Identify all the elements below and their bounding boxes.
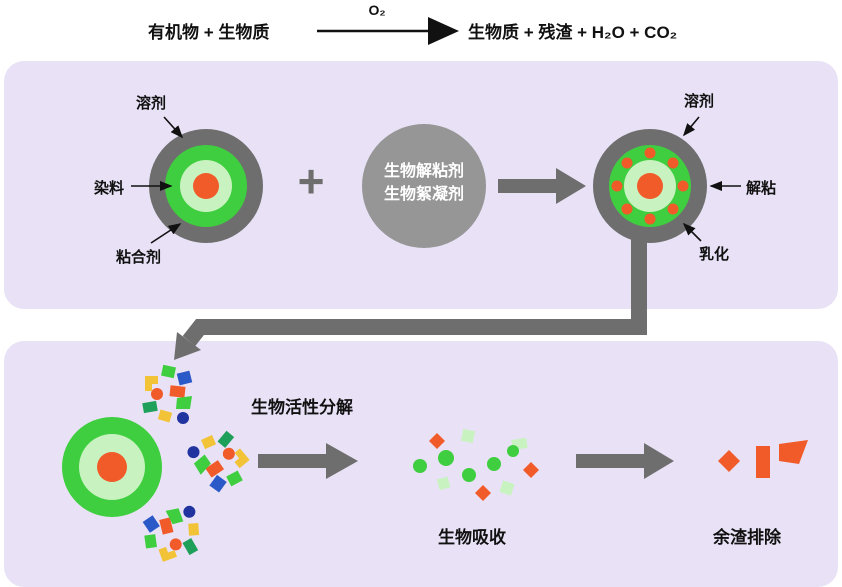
dye-droplet [677,180,689,192]
stage-connector-arrow [174,205,647,360]
bio-agent-circle [362,124,486,248]
dye-droplet [667,203,679,215]
equation-arrow-head [428,17,459,45]
residue-label: 余渣排除 [713,528,781,547]
polymer-fragment [436,476,451,491]
particle-dye-core [193,173,219,199]
solvent-label: 溶剂 [136,95,167,112]
dye-droplet [644,213,656,225]
binder-pointer-arrow [150,223,182,244]
decompose-dye-core [97,452,127,482]
equation-arrow [317,17,459,45]
dye-label: 染料 [94,180,125,197]
dye-droplet [611,180,623,192]
absorb-label: 生物吸收 [438,528,506,547]
equation-catalyst: O₂ [368,2,386,18]
residue-diamond [718,450,740,472]
bio-agent-label: 生物解粘剂 生物絮凝剂 [354,160,494,206]
connector-shaft [182,205,647,346]
plus-sign: + [297,155,325,207]
equation-rhs: 生物质 + 残渣 + H₂O + CO₂ [468,23,678,42]
equation-lhs: 有机物 + 生物质 [148,23,270,42]
residue-bar [756,446,770,478]
residue-fragment [523,462,539,478]
fragment-cluster [136,501,209,569]
residue-trapezoid [779,440,808,464]
treated-dye-core [637,173,663,199]
bio-particle [507,445,519,457]
polymer-fragment [499,480,515,496]
decompose-label: 生物活性分解 [251,398,353,417]
bio-agent-line2: 生物絮凝剂 [383,186,464,204]
bio-particle [487,457,501,471]
bio-agent-line1: 生物解粘剂 [383,163,464,180]
polymer-fragment [460,428,476,444]
connector-arrow-head [174,332,201,360]
residue-fragment [475,485,491,501]
residue-arrow [576,443,674,479]
decomposing-particle [62,417,162,517]
binder-label: 粘合剂 [116,249,162,266]
treated-particle [593,129,707,243]
dye-droplet [667,157,679,169]
dye-droplet [621,203,633,215]
emulsify-pointer-arrow [682,222,702,242]
bio-particle [438,450,454,466]
solvent-pointer-arrow [163,116,184,139]
bio-particle [462,468,476,482]
residue-fragment [429,433,445,449]
fragment-cluster [142,364,193,424]
absorption-arrow [258,443,358,479]
residue-shapes [718,440,808,478]
absorption-scatter [413,428,539,501]
debond-label: 解粘 [746,180,777,197]
dye-droplet [644,147,656,159]
emulsified-dye-droplets [611,147,689,225]
bio-particle [413,459,427,473]
dye-particle [149,129,263,243]
solvent2-label: 溶剂 [684,93,715,110]
fragment-cluster [182,421,259,499]
emulsify-label: 乳化 [699,246,730,263]
solvent2-pointer-arrow [682,116,700,137]
dye-droplet [621,157,633,169]
treatment-arrow [498,168,586,204]
